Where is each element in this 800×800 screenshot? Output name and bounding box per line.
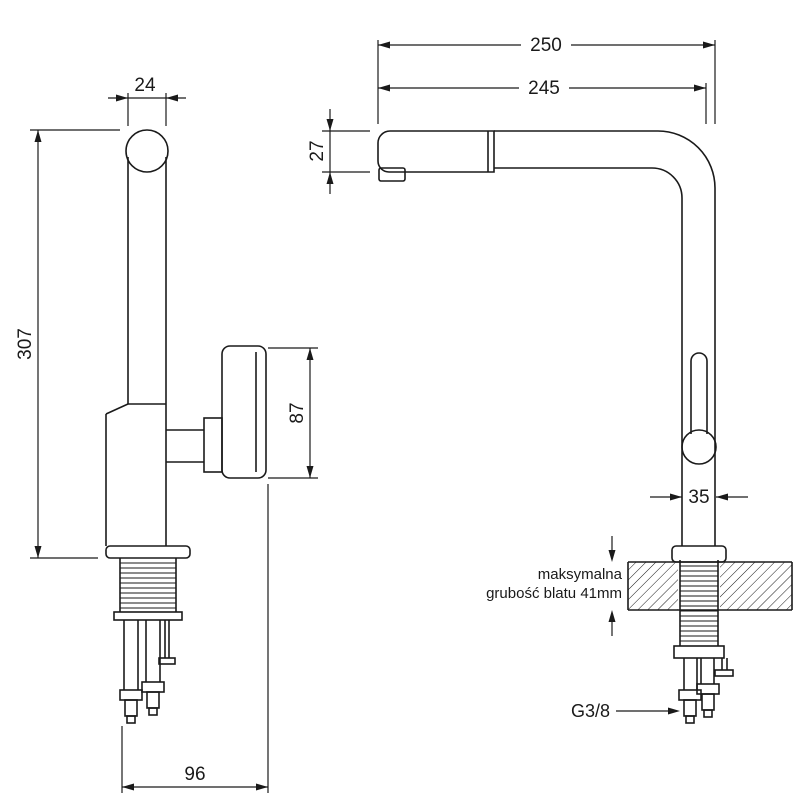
dimension-96: 96 bbox=[121, 484, 269, 793]
front-handle bbox=[166, 345, 267, 479]
dim-307-label: 307 bbox=[15, 328, 36, 360]
dim-245-label: 245 bbox=[528, 78, 560, 99]
dimension-24: 24 bbox=[108, 75, 186, 126]
dimension-245: 245 bbox=[378, 78, 707, 124]
dimension-27: 27 bbox=[307, 109, 370, 194]
front-body bbox=[105, 157, 167, 546]
front-base-flange bbox=[105, 545, 191, 559]
dimension-250: 250 bbox=[377, 35, 716, 124]
counter-note-line1: maksymalna bbox=[538, 566, 623, 583]
side-base-flange bbox=[671, 545, 727, 563]
front-threaded-shank bbox=[113, 558, 183, 621]
side-lever-handle bbox=[681, 352, 717, 465]
dimension-counter-thickness: maksymalna grubość blatu 41mm bbox=[486, 536, 623, 636]
front-supply-hoses bbox=[119, 620, 176, 724]
dim-27-label: 27 bbox=[307, 140, 328, 161]
dimension-35: 35 bbox=[650, 487, 748, 508]
g38-thread-label: G3/8 bbox=[571, 701, 610, 721]
front-view-faucet bbox=[105, 129, 267, 724]
side-threaded-shank bbox=[673, 560, 725, 659]
side-supply-hoses bbox=[678, 658, 734, 724]
counter-note-line2: grubość blatu 41mm bbox=[486, 585, 622, 602]
dim-250-label: 250 bbox=[530, 35, 562, 56]
dim-24-label: 24 bbox=[134, 75, 156, 96]
annotation-g38: G3/8 bbox=[571, 701, 680, 721]
countertop-section bbox=[627, 561, 793, 611]
side-spout-and-pipe bbox=[494, 130, 716, 546]
dimension-307: 307 bbox=[15, 129, 120, 559]
dimension-87: 87 bbox=[268, 347, 318, 479]
dim-35-label: 35 bbox=[688, 487, 709, 508]
side-view-faucet bbox=[377, 130, 793, 724]
side-spray-head bbox=[377, 130, 495, 182]
dim-87-label: 87 bbox=[287, 402, 308, 423]
front-spout-cap bbox=[125, 129, 169, 173]
dim-96-label: 96 bbox=[184, 764, 205, 785]
